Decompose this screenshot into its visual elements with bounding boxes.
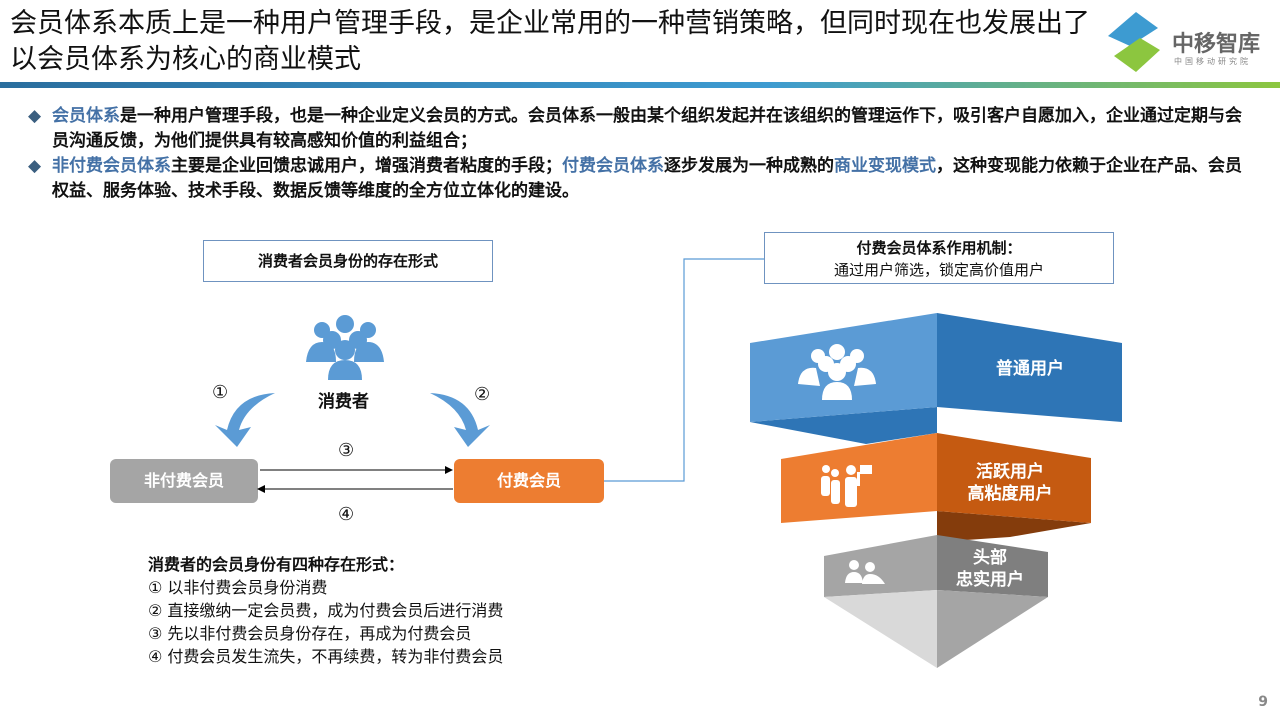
step-2: ② <box>474 384 491 405</box>
highlight-term: 付费会员体系 <box>562 156 664 176</box>
connector-line <box>604 258 766 482</box>
list-item: ③ 先以非付费会员身份存在，再成为付费会员 <box>148 624 472 643</box>
header-divider <box>0 82 1280 88</box>
tier2-right <box>937 433 1091 523</box>
bullet-text: 是一种用户管理手段，也是一种企业定义会员的方式。会员体系一般由某个组织发起并在该… <box>52 106 1242 151</box>
slide-title: 会员体系本质上是一种用户管理手段，是企业常用的一种营销策略，但同时现在也发展出了… <box>10 8 1090 75</box>
page-number: 9 <box>1258 694 1268 710</box>
logo-icon <box>1108 12 1160 72</box>
tip-left <box>824 590 937 668</box>
tier3-right <box>937 535 1048 597</box>
mechanism-title: 付费会员体系作用机制： <box>856 239 1022 257</box>
exchange-arrows <box>257 466 453 493</box>
step-1: ① <box>212 382 229 403</box>
team-icon <box>821 465 872 507</box>
tier2-line2: 高粘度用户 <box>967 484 1053 504</box>
logo-sub: 中国移动研究院 <box>1174 57 1251 66</box>
mechanism-desc: 通过用户筛选，锁定高价值用户 <box>833 261 1044 279</box>
list-item: ① 以非付费会员身份消费 <box>148 578 328 597</box>
diamond-bullet-icon: ◆ <box>28 156 42 176</box>
forms-list: 消费者的会员身份有四种存在形式： ① 以非付费会员身份消费 ② 直接缴纳一定会员… <box>148 553 503 668</box>
consumer-forms-box: 消费者会员身份的存在形式 <box>203 240 493 282</box>
tier3-label: 头部忠实用户 <box>930 547 1050 591</box>
tier1-label: 普通用户 <box>996 359 1064 379</box>
logo-name: 中移智库 <box>1172 32 1261 57</box>
mechanism-box: 付费会员体系作用机制： 通过用户筛选，锁定高价值用户 <box>764 232 1114 284</box>
tier2-fold <box>937 511 1091 542</box>
tier3-line1: 头部 <box>973 548 1007 568</box>
list-item: ② 直接缴纳一定会员费，成为付费会员后进行消费 <box>148 601 504 620</box>
diamond-bullet-icon: ◆ <box>28 106 42 126</box>
highlight-term: 会员体系 <box>52 106 120 126</box>
bullet-text: 主要是企业回馈忠诚用户，增强消费者粘度的手段； <box>171 156 562 176</box>
bullet-item: ◆ 非付费会员体系主要是企业回馈忠诚用户，增强消费者粘度的手段；付费会员体系逐步发… <box>28 154 1248 204</box>
step-4: ④ <box>338 504 355 525</box>
bullet-text: 逐步发展为一种成熟的 <box>664 156 834 176</box>
tier3-line2: 忠实用户 <box>956 570 1024 590</box>
bullet-item: ◆ 会员体系是一种用户管理手段，也是一种企业定义会员的方式。会员体系一般由某个组织… <box>28 104 1248 154</box>
highlight-term: 非付费会员体系 <box>52 156 171 176</box>
box-title: 消费者会员身份的存在形式 <box>257 252 438 270</box>
consumer-label: 消费者 <box>318 392 369 412</box>
consumers-icon <box>306 315 384 380</box>
non-paid-member: 非付费会员 <box>110 459 258 503</box>
tier3-left <box>824 535 937 597</box>
pair-icon <box>845 560 885 584</box>
step-3: ③ <box>338 440 355 461</box>
logo: 中移智库 中国移动研究院 <box>1100 6 1275 76</box>
list-title: 消费者的会员身份有四种存在形式： <box>148 555 405 574</box>
paid-member: 付费会员 <box>454 459 604 503</box>
tier1-fold <box>750 407 937 444</box>
tier2-line1: 活跃用户 <box>976 462 1044 482</box>
highlight-term: 商业变现模式 <box>834 156 936 176</box>
arrow-right-icon <box>430 393 490 447</box>
bullet-text: ，这种变现能力依赖于企业在产品、会员权益、服务体验、技术手段、数据反馈等维度的全… <box>52 156 1242 201</box>
list-item: ④ 付费会员发生流失，不再续费，转为非付费会员 <box>148 647 504 666</box>
tip-right <box>937 590 1048 668</box>
tier1-right <box>937 313 1122 422</box>
curved-arrows <box>215 393 490 447</box>
arrow-left-icon <box>215 393 275 447</box>
bullet-list: ◆ 会员体系是一种用户管理手段，也是一种企业定义会员的方式。会员体系一般由某个组织… <box>28 104 1248 204</box>
tier2-label: 活跃用户高粘度用户 <box>940 461 1080 505</box>
crowd-icon <box>798 344 876 400</box>
